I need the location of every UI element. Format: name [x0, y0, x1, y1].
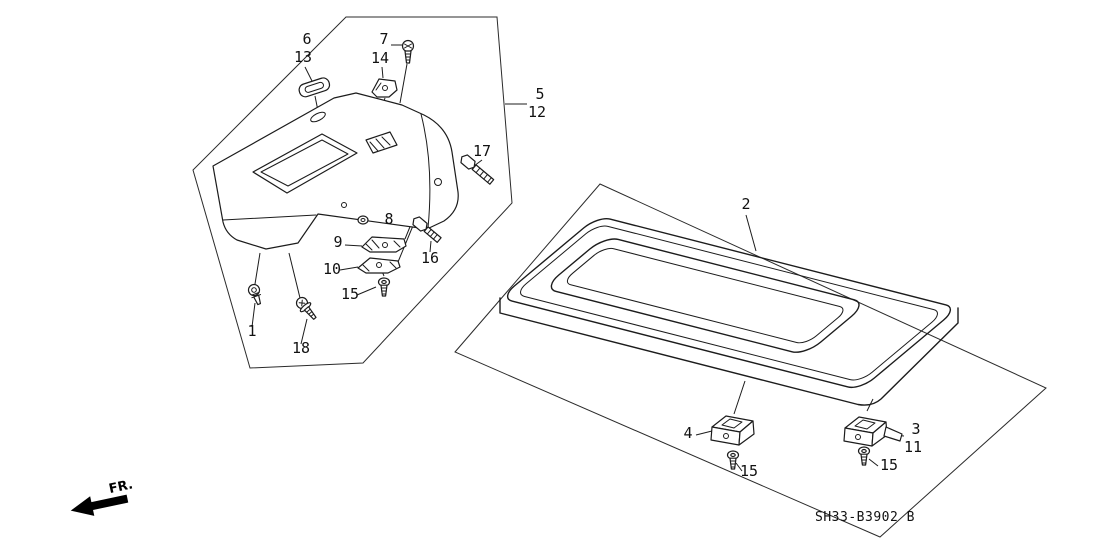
callout-17: 17 [473, 142, 491, 160]
callout-11: 11 [904, 438, 922, 456]
clip-14-part [371, 78, 398, 98]
shelf-tray-inner [562, 246, 849, 344]
shelf-tray-outer [543, 236, 867, 355]
screw-15-left-part [377, 277, 391, 297]
callout-4: 4 [683, 424, 692, 442]
clip-4-part [710, 415, 755, 446]
callout-1: 1 [247, 322, 256, 340]
left-assembly-boundary [192, 16, 513, 369]
side-wall-crease [420, 113, 431, 229]
screw-18-part [295, 296, 317, 320]
callout-2: 2 [741, 195, 750, 213]
rear-shelf-drawing [499, 216, 959, 406]
flap-fold-line [222, 214, 317, 221]
callout-14: 14 [371, 49, 389, 67]
shelf-lip-edge [514, 224, 944, 382]
part-code: SH33-B3902 B [815, 510, 915, 525]
callout-15-c: 15 [880, 456, 898, 474]
bracket-10-part [357, 257, 401, 274]
callout-8: 8 [384, 210, 393, 228]
grommet-8-part [357, 215, 369, 225]
side-shelf-bracket-drawing [212, 92, 459, 250]
screw-15-under-4-part [726, 450, 740, 470]
callout-7: 7 [379, 30, 388, 48]
callout-9: 9 [333, 233, 342, 251]
callout-6: 6 [302, 30, 311, 48]
fr-arrow-icon [70, 494, 129, 516]
top-opening-inner [260, 139, 349, 187]
right-assembly-boundary [454, 183, 1047, 538]
bracket-9-part [361, 236, 407, 253]
hatched-flange [365, 131, 398, 154]
shelf-thickness-edge [499, 297, 959, 406]
top-face-hole [341, 202, 347, 208]
fr-label: FR. [108, 477, 135, 497]
callout-18: 18 [292, 339, 310, 357]
callout-5: 5 [535, 85, 544, 103]
screw-15-under-3-part [857, 446, 871, 466]
callout-15-a: 15 [341, 285, 359, 303]
assembly-boundaries [192, 16, 1047, 538]
callout-3: 3 [911, 420, 920, 438]
bracket-silhouette [212, 92, 459, 250]
clip-13-part [298, 77, 331, 98]
clip-3-part [843, 416, 903, 447]
clip-slot-left [310, 111, 326, 123]
callout-15-b: 15 [740, 462, 758, 480]
side-wall-hole [434, 178, 442, 186]
callout-10: 10 [323, 260, 341, 278]
shelf-outer-edge [500, 216, 958, 390]
callout-labels: 6 13 7 14 5 12 17 8 9 16 10 15 1 18 2 4 … [247, 30, 922, 480]
fr-direction-marker: FR. [70, 477, 135, 516]
bolt-17-part [460, 154, 495, 185]
callout-13: 13 [294, 48, 312, 66]
bolt-1-part [247, 283, 262, 306]
callout-16: 16 [421, 249, 439, 267]
screw-7-part [401, 39, 415, 64]
bolt-16-part [412, 216, 442, 243]
top-opening-outer [252, 133, 358, 194]
callout-12: 12 [528, 103, 546, 121]
